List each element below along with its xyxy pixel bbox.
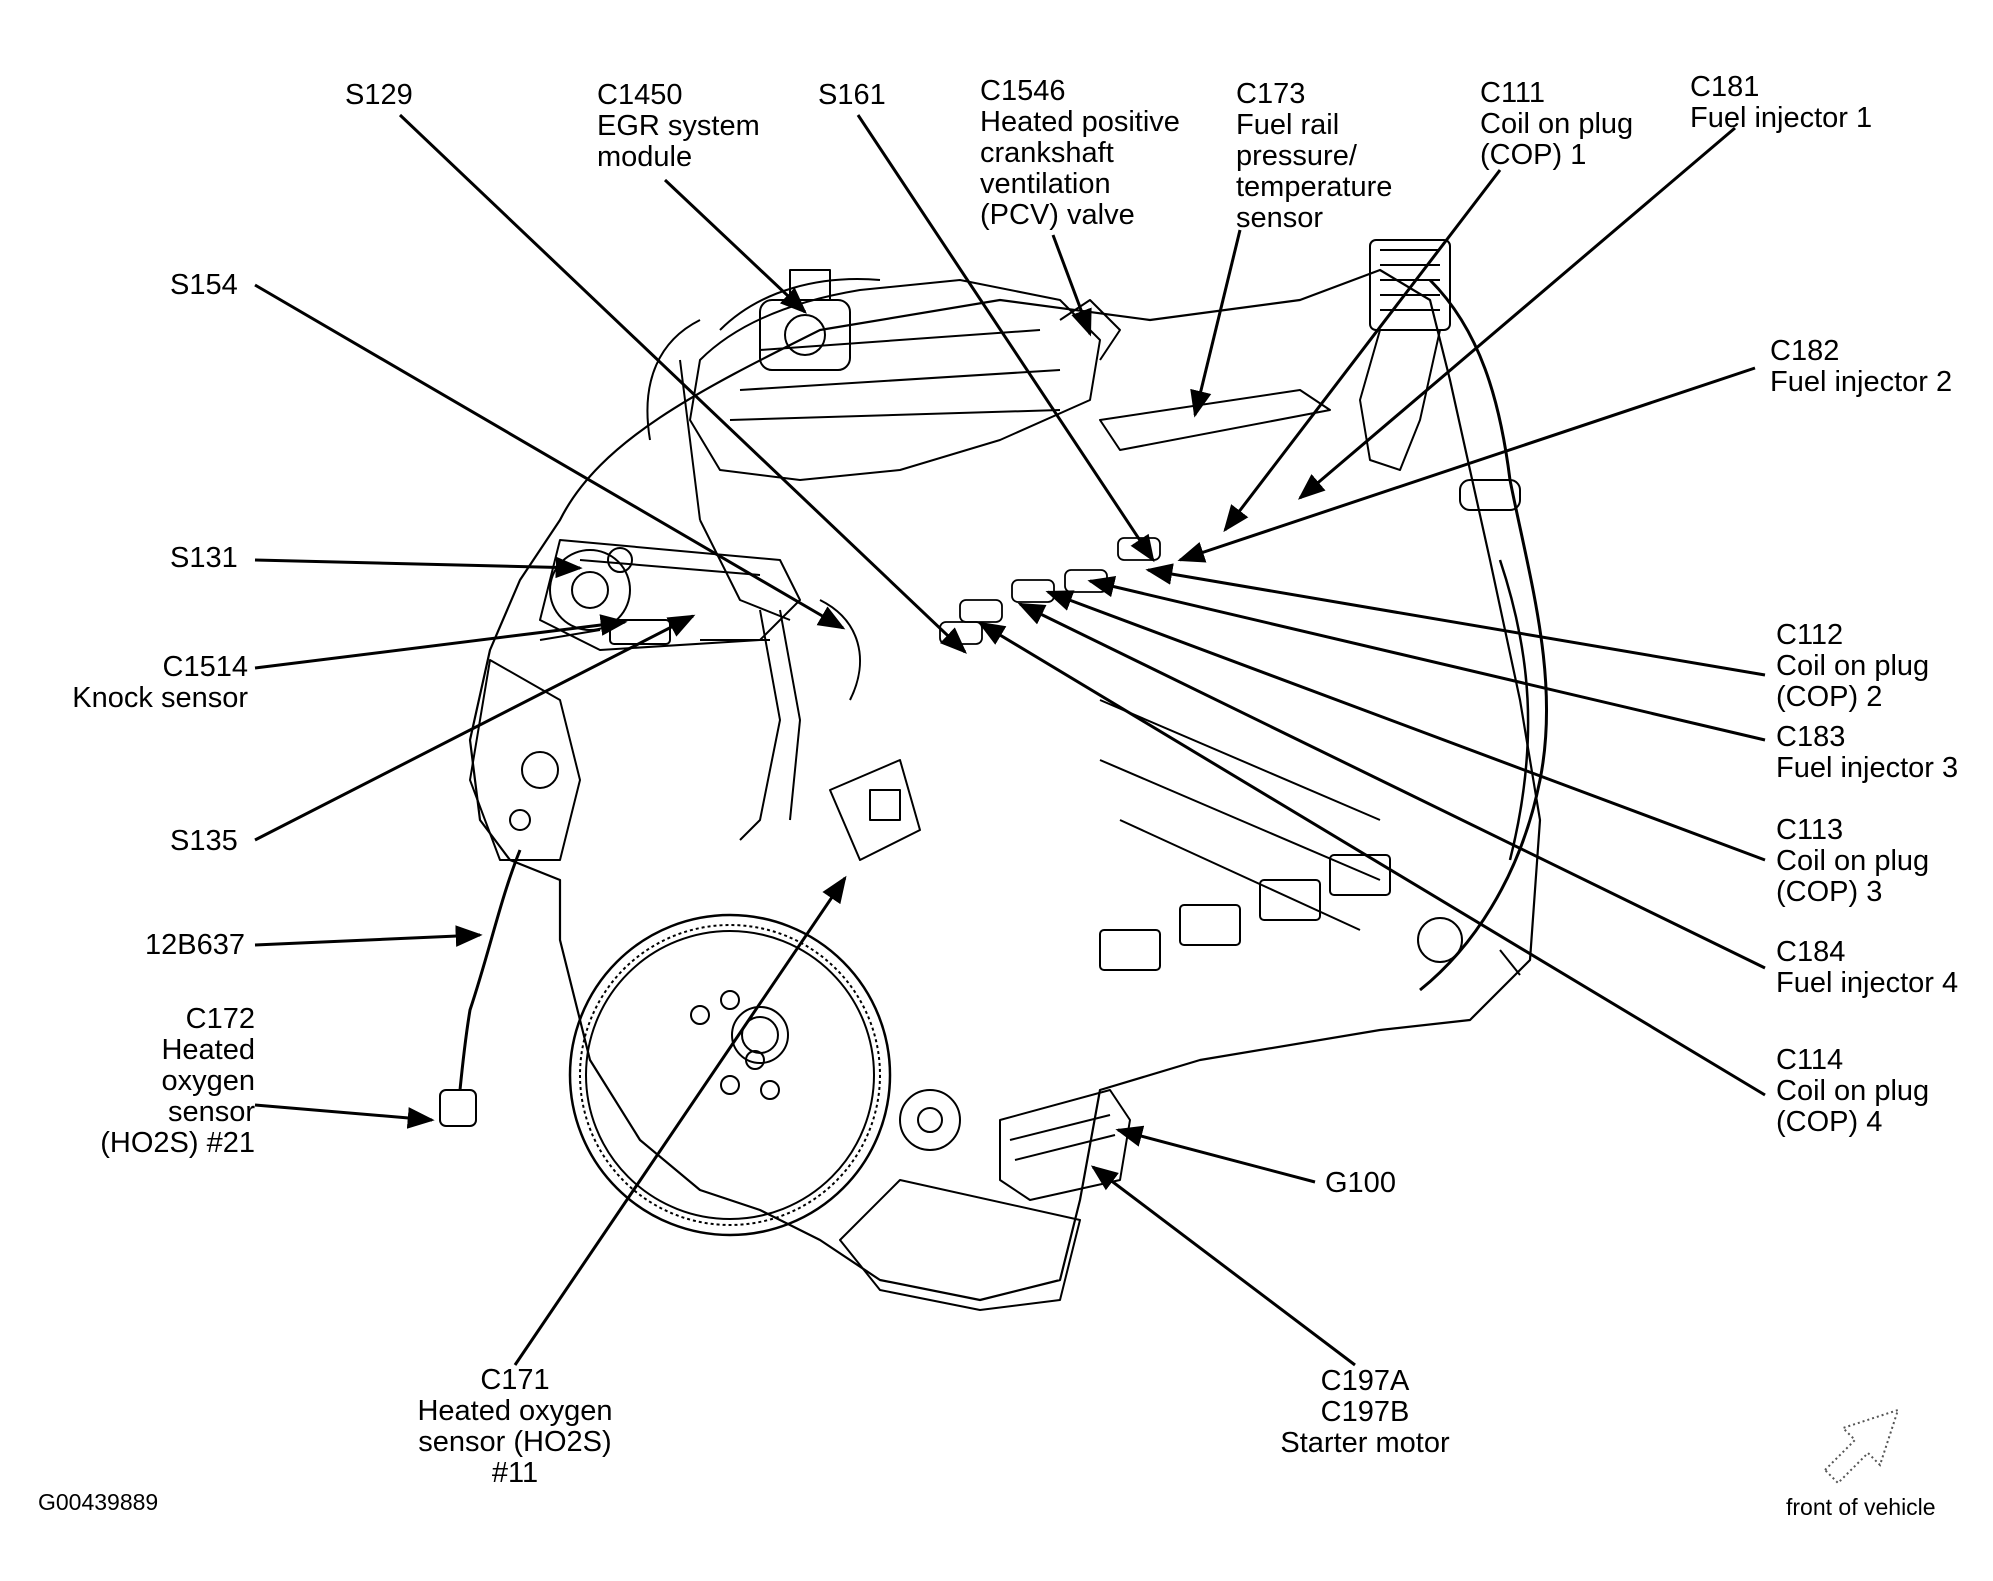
label-c184: C184 Fuel injector 4: [1776, 936, 1959, 999]
label-s129: S129: [345, 79, 413, 111]
leader-c183: [1087, 576, 1766, 742]
front-of-vehicle-label: front of vehicle: [1786, 1494, 1936, 1520]
leader-c171: [513, 875, 847, 1366]
leader-c172: [254, 1103, 435, 1129]
leader-c111: [1223, 169, 1502, 533]
leader-c1450: [663, 178, 807, 314]
leader-c182: [1177, 366, 1756, 563]
label-c112: C112 Coil on plug (COP) 2: [1776, 619, 1930, 713]
leader-c114: [977, 621, 1766, 1097]
label-c197: C197A C197B Starter motor: [1280, 1365, 1450, 1459]
leader-s154: [254, 283, 846, 630]
label-c111: C111 Coil on plug (COP) 1: [1480, 77, 1634, 171]
engine-illustration: [439, 239, 1549, 1311]
leader-s131: [254, 556, 583, 579]
label-s131: S131: [170, 542, 238, 574]
leader-g100: [1115, 1125, 1316, 1184]
leader-c173: [1190, 229, 1242, 418]
leader-c197: [1090, 1165, 1356, 1367]
label-s135: S135: [170, 825, 238, 857]
leader-lines: [254, 113, 1766, 1367]
figure-id: G00439889: [38, 1489, 159, 1515]
leader-c113: [1045, 590, 1766, 862]
label-c1514: C1514 Knock sensor: [72, 651, 248, 714]
leader-s129: [398, 113, 967, 654]
leader-c181: [1297, 126, 1736, 500]
label-c171: C171 Heated oxygen sensor (HO2S) #11: [417, 1364, 613, 1489]
label-c173: C173 Fuel rail pressure/ temperature sen…: [1236, 78, 1393, 234]
label-c183: C183 Fuel injector 3: [1776, 721, 1959, 784]
label-c1450: C1450 EGR system module: [597, 79, 760, 173]
leader-s135: [254, 614, 696, 842]
leader-c112: [1145, 563, 1766, 677]
label-s154: S154: [170, 269, 238, 301]
leader-12b637: [254, 925, 483, 947]
label-c172: C172 Heated oxygen sensor (HO2S) #21: [100, 1003, 255, 1159]
leader-c184: [1017, 602, 1766, 970]
label-c114: C114 Coil on plug (COP) 4: [1776, 1044, 1930, 1138]
label-c1546: C1546 Heated positive crankshaft ventila…: [980, 75, 1180, 231]
leader-c1546: [1051, 234, 1092, 337]
front-of-vehicle-arrow-icon: [1823, 1408, 1900, 1485]
leader-c1514: [254, 614, 628, 670]
label-s161: S161: [818, 79, 886, 111]
label-c113: C113 Coil on plug (COP) 3: [1776, 814, 1930, 908]
leader-s161: [856, 114, 1155, 563]
label-c182: C182 Fuel injector 2: [1770, 335, 1953, 398]
label-12b637: 12B637: [145, 929, 245, 961]
label-c181: C181 Fuel injector 1: [1690, 71, 1873, 134]
label-g100: G100: [1325, 1167, 1396, 1199]
